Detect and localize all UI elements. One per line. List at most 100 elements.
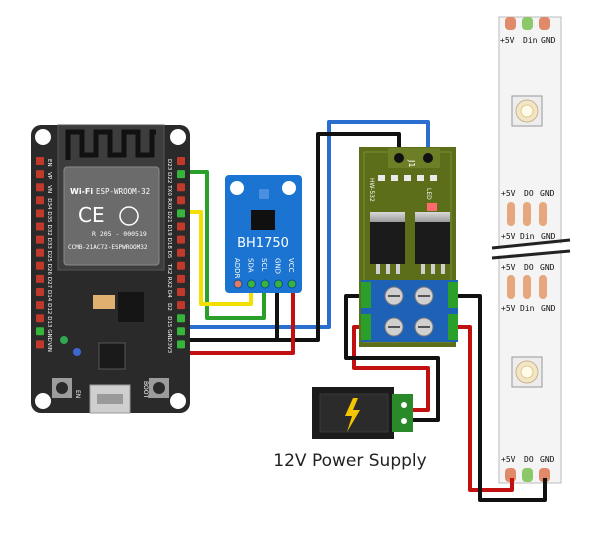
wire-blue-signal xyxy=(182,120,430,329)
left-pin-pad[interactable] xyxy=(36,288,44,296)
ce-mark-icon: CE xyxy=(78,203,105,227)
voltage-regulator xyxy=(118,292,144,322)
sensor-pin-label: GND xyxy=(274,258,282,274)
left-pin-header: ENVPVND34D35D32D33D25D26D27D14D12D13GNDV… xyxy=(36,157,52,352)
left-pin-pad[interactable] xyxy=(36,274,44,283)
wire-black-gnd xyxy=(182,132,401,342)
right-pin-label: TX2 xyxy=(166,263,172,275)
right-pin-pad[interactable] xyxy=(177,288,185,296)
esp32-board: Wi-Fi ESP-WROOM-32 CE R 205 - 000519 CCM… xyxy=(31,124,190,414)
left-pin-pad[interactable] xyxy=(36,327,44,336)
sensor-pin-pad[interactable] xyxy=(274,279,283,289)
en-button[interactable] xyxy=(52,378,72,398)
right-pin-pad[interactable] xyxy=(177,209,185,218)
j1-connector xyxy=(388,148,440,168)
right-pin-pad[interactable] xyxy=(177,274,185,283)
right-pin-pad[interactable] xyxy=(177,327,185,336)
right-pin-pad[interactable] xyxy=(177,196,185,205)
sensor-pin-pad[interactable] xyxy=(260,279,270,289)
micro-usb-port[interactable] xyxy=(89,384,131,414)
left-pin-label: EN xyxy=(46,159,52,167)
strip-seg1-label-5v: +5V xyxy=(501,189,516,198)
right-pin-pad[interactable] xyxy=(177,235,185,244)
left-pin-pad[interactable] xyxy=(36,248,44,257)
usb-uart-chip xyxy=(98,342,126,370)
sensor-name: BH1750 xyxy=(237,236,289,251)
right-pin-label: 3V3 xyxy=(166,342,172,353)
led-pixel-1 xyxy=(511,95,543,127)
left-pin-pad[interactable] xyxy=(36,196,44,205)
led-label: LED xyxy=(425,188,432,200)
sensor-pin-pad[interactable] xyxy=(247,279,256,289)
left-pin-pad[interactable] xyxy=(36,235,44,244)
right-pin-pad[interactable] xyxy=(177,301,185,310)
right-pin-label: D5 xyxy=(166,251,172,259)
strip-cut-pads-2 xyxy=(507,275,547,299)
right-pin-label: D15 xyxy=(166,316,172,328)
right-pin-label: TX0 xyxy=(166,184,172,196)
mosfet-transistor-1 xyxy=(370,212,405,274)
right-pin-label: GND xyxy=(166,329,172,342)
left-pin-pad[interactable] xyxy=(36,183,44,192)
strip-seg1-label-in-5v: +5V xyxy=(501,232,516,241)
sensor-pin-label: VCC xyxy=(287,258,295,273)
strip-cut-pads-1 xyxy=(507,202,547,226)
screw-icon xyxy=(384,286,434,337)
right-pin-label: D4 xyxy=(166,290,172,298)
right-pin-pad[interactable] xyxy=(177,222,185,231)
wire-green-scl xyxy=(182,170,266,320)
right-pin-label: D19 xyxy=(166,225,172,237)
right-pin-pad[interactable] xyxy=(177,248,185,257)
left-pin-pad[interactable] xyxy=(36,170,44,179)
right-pin-pad[interactable] xyxy=(177,340,185,349)
strip-top-pads xyxy=(505,17,550,30)
sensor-pin-pad[interactable] xyxy=(287,279,297,289)
sensor-pin-label: SDA xyxy=(247,258,255,273)
left-pin-pad[interactable] xyxy=(36,340,44,349)
right-pin-label: RX0 xyxy=(166,198,172,210)
sensor-pin-pad[interactable] xyxy=(233,279,243,289)
sensor-chip xyxy=(251,210,275,230)
right-pin-pad[interactable] xyxy=(177,170,185,179)
strip-top-label-gnd: GND xyxy=(541,36,556,45)
power-supply-caption: 12V Power Supply xyxy=(273,451,427,471)
cert-line-1: R 205 - 000519 xyxy=(92,230,147,238)
en-button-label: EN xyxy=(74,390,81,398)
left-pin-pad[interactable] xyxy=(36,301,44,310)
left-pin-label: D33 xyxy=(46,238,52,250)
strip-bottom-label-5v: +5V xyxy=(501,455,516,464)
left-pin-pad[interactable] xyxy=(36,209,44,218)
indicator-led-icon xyxy=(427,203,437,211)
strip-bottom-label-gnd: GND xyxy=(540,455,555,464)
left-pin-pad[interactable] xyxy=(36,222,44,231)
right-pin-pad[interactable] xyxy=(177,261,185,270)
pcb-antenna xyxy=(65,129,156,160)
right-pin-label: D23 xyxy=(166,159,172,171)
strip-seg1-label-in-gnd: GND xyxy=(541,232,556,241)
left-pin-pad[interactable] xyxy=(36,157,44,165)
strip-seg2-label-in-gnd: GND xyxy=(541,304,556,313)
right-pin-pad[interactable] xyxy=(177,157,185,165)
right-pin-label: RX2 xyxy=(166,277,172,288)
left-pin-label: D27 xyxy=(46,277,52,289)
right-pin-label: D18 xyxy=(166,238,172,250)
strip-seg2-label-5v: +5V xyxy=(501,263,516,272)
strip-seg1-label-gnd: GND xyxy=(540,189,555,198)
smd-resistor-row xyxy=(378,175,437,181)
right-pin-pad[interactable] xyxy=(177,183,185,192)
left-pin-pad[interactable] xyxy=(36,314,44,323)
right-pin-label: D21 xyxy=(166,211,172,222)
left-pin-label: GND xyxy=(46,329,52,342)
cert-line-2: CCMB-21AC72-ESPWROOM32 xyxy=(68,244,148,251)
wire-black-strip xyxy=(458,294,547,502)
strip-seg2-label-in-5v: +5V xyxy=(501,304,516,313)
led-pixel-2 xyxy=(511,356,543,388)
right-pin-header: D23D22TX0RX0D21D19D18D5TX2RX2D4D2D15GND3… xyxy=(166,157,185,354)
sensor-window xyxy=(259,189,269,199)
boot-button[interactable] xyxy=(149,378,169,398)
sensor-pin-label: SCL xyxy=(260,258,268,271)
right-pin-pad[interactable] xyxy=(177,314,185,323)
left-pin-pad[interactable] xyxy=(36,261,44,270)
